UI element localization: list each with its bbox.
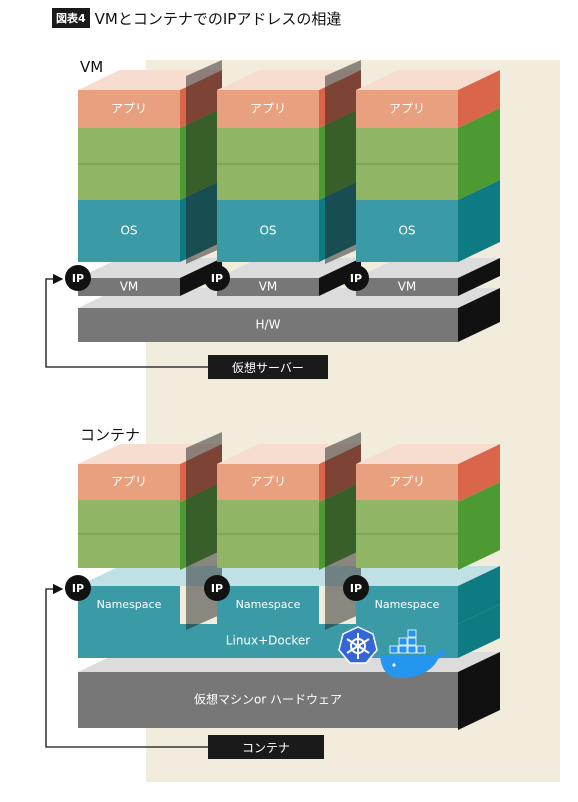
vm-section-label: VM [80, 58, 104, 76]
vm-2-boundary-panel [325, 60, 361, 264]
figure-title-text: VMとコンテナでのIPアドレスの相違 [94, 9, 342, 28]
container-3-ip-label: IP [350, 582, 362, 595]
vm-3-ip-badge [343, 265, 369, 291]
vm-hw-layer: H/W [78, 288, 500, 342]
container-ip-arrow [45, 583, 208, 748]
kubernetes-icon [338, 626, 378, 664]
vm-1-label: VM [120, 280, 139, 294]
vm-ip-arrow [45, 273, 208, 368]
vm-3-label: VM [398, 280, 417, 294]
vm-3-os-label: OS [398, 224, 415, 238]
container-2-ip-badge [204, 575, 230, 601]
container-1-ip-badge [65, 575, 91, 601]
linux-docker-layer: Linux+Docker [78, 604, 500, 658]
vm-2-label: VM [259, 280, 278, 294]
container-column-1: Namespace アプリ IP [65, 432, 222, 630]
figure-badge: 図表4 [52, 8, 90, 28]
vm-section: H/W VM アプリ OS IP [45, 60, 500, 368]
container-2-ip-label: IP [211, 582, 223, 595]
vm-1-boundary-panel [186, 60, 222, 264]
container-section: 仮想マシンor ハードウェア Linux+Docker Namespace アプ… [45, 432, 500, 748]
vm-column-2: VM アプリ OS IP [204, 60, 361, 296]
vm-2-ip-label: IP [211, 272, 223, 285]
figure-title: 図表4 VMとコンテナでのIPアドレスの相違 [52, 8, 341, 28]
container-3-app-label: アプリ [389, 475, 425, 489]
vm-hw-label: H/W [256, 318, 281, 332]
container-base-layer: 仮想マシンor ハードウェア [78, 652, 500, 730]
vm-1-ip-badge [65, 265, 91, 291]
vm-1-os-label: OS [120, 224, 137, 238]
vm-2-app-label: アプリ [250, 102, 286, 116]
linux-docker-label: Linux+Docker [226, 634, 310, 648]
namespace-3-label: Namespace [375, 598, 440, 611]
container-column-2: Namespace アプリ IP [204, 432, 361, 630]
container-1-app-label: アプリ [111, 475, 147, 489]
namespace-2-label: Namespace [236, 598, 301, 611]
container-column-3: Namespace アプリ IP [343, 444, 500, 624]
vm-3-ip-label: IP [350, 272, 362, 285]
vm-column-3: VM アプリ OS IP [343, 70, 500, 296]
container-base-label: 仮想マシンor ハードウェア [194, 692, 342, 707]
vm-2-os-label: OS [259, 224, 276, 238]
virtual-server-tag: 仮想サーバー [208, 355, 328, 379]
container-section-label: コンテナ [80, 426, 141, 444]
linux-docker-top [78, 566, 500, 586]
vm-1-ip-label: IP [72, 272, 84, 285]
container-1-ip-label: IP [72, 582, 84, 595]
vm-2-ip-badge [204, 265, 230, 291]
vm-3-app-label: アプリ [389, 102, 425, 116]
container-3-ip-badge [343, 575, 369, 601]
vm-column-1: VM アプリ OS IP [65, 60, 222, 296]
namespace-1-label: Namespace [97, 598, 162, 611]
vm-1-app-label: アプリ [111, 102, 147, 116]
container-tag: コンテナ [208, 735, 324, 759]
container-2-app-label: アプリ [250, 475, 286, 489]
docker-icon [380, 629, 446, 678]
